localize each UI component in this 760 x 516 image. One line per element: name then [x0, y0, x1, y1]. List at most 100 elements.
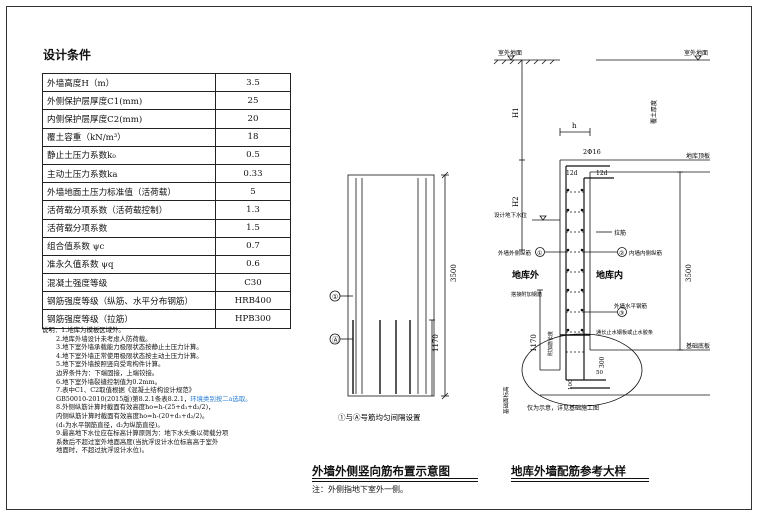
condition-row: 钢筋强度等级（纵筋、水平分布钢筋）HRB400 [42, 291, 291, 311]
inner-vertical-bar: 内墙内侧纵筋 [629, 249, 663, 257]
dim-100: 100 [568, 379, 574, 390]
note-line: 2.地库外墙设计未考虑人防荷载。 [42, 335, 332, 344]
bar-top: 2Φ16 [583, 148, 601, 156]
note-line: (d₁为水平钢筋直径，d₂为纵筋直径)。 [42, 421, 332, 430]
dim-lower-2: 1170 [530, 334, 538, 352]
condition-value: 0.6 [215, 254, 291, 275]
note-text: 6.地下室外墙裂缝控制值为0.2mm。 [56, 377, 162, 386]
condition-name: 钢筋强度等级（拉筋） [42, 309, 216, 329]
note-text: 地面时，不超过抗浮设计水位)。 [56, 446, 148, 455]
condition-row: 覆土容重（kN/m³）18 [42, 127, 291, 147]
caption-note: 注：外侧指地下室外一侧。 [312, 485, 408, 494]
caption-detail: 地库外墙配筋参考大样 [511, 464, 626, 478]
dim-12d-a: 12d [566, 170, 578, 177]
dim-lower-1: 1170 [432, 334, 440, 352]
section-title: 设计条件 [43, 48, 92, 62]
design-notes: 说明：1.地库为模板区域外。2.地库外墙设计未考虑人防荷载。3.地下室外墙承载能… [42, 326, 332, 455]
condition-value: 20 [215, 109, 291, 129]
caption-underline-2 [511, 478, 649, 482]
note-line: 9.最高地下水位应在标高计算原则为：地下水头乘以荷载分项 [42, 429, 332, 438]
note-line: 地面时，不超过抗浮设计水位)。 [42, 446, 332, 455]
note-text: 内侧纵筋计算时截面有效高度ho=h-(20+d₁+d₂/2)。 [56, 411, 209, 420]
condition-value: 5 [215, 182, 291, 202]
condition-name: 内侧保护层厚度C2(mm) [42, 109, 216, 129]
dim-12d-b: 12d [596, 170, 608, 177]
note-line: 说明：1.地库为模板区域外。 [42, 326, 332, 335]
circle-2: ② [619, 250, 624, 257]
water-level: 设计地下水位 [494, 211, 528, 219]
wall-vertical-bar-diagram [329, 171, 449, 400]
top-slab: 地库顶板 [686, 152, 710, 160]
wall-reinforcement-detail [493, 55, 710, 407]
dim-height-2: 3500 [685, 264, 693, 282]
waterstop: 通长止水钢板或止水胶条 [596, 328, 653, 336]
region-outside: 地库外 [512, 269, 539, 281]
outer-vertical-bar: 外墙外侧纵筋 [498, 249, 532, 257]
note-text: 9.最高地下水位应在标高计算原则为：地下水头乘以荷载分项 [56, 429, 229, 438]
note-line: 边界条件为：下端固接，上端铰接。 [42, 369, 332, 378]
condition-row: 内侧保护层厚度C2(mm)20 [42, 109, 291, 129]
tie-bar: 拉筋 [614, 229, 626, 237]
dim-h: h [572, 122, 577, 130]
foundation-slab: 基础底板 [686, 342, 710, 350]
note-text: 系数后不超过室外地面高度(当抗浮设计水位标高高于室外 [56, 437, 219, 446]
note-text: 8.外侧纵筋计算时截面有效高度ho=h-(25+d₁+d₂/2)， [56, 403, 215, 412]
circle-1: ① [537, 250, 542, 257]
dim-height-1: 3500 [450, 264, 458, 282]
marker-1: ① [332, 293, 338, 301]
note-line: 内侧纵筋计算时截面有效高度ho=h-(20+d₁+d₂/2)。 [42, 412, 332, 421]
condition-name: 外墙高度H（m） [42, 72, 216, 93]
condition-value: 3.5 [215, 72, 291, 93]
condition-row: 外墙地面土压力标准值（活荷载）5 [42, 182, 291, 202]
condition-row: 外侧保护层厚度C1(mm)25 [42, 91, 291, 111]
note-line: 5.地下室外墙按照竖向受弯构件计算。 [42, 360, 332, 369]
note-text: 2.地库外墙设计未考虑人防荷载。 [56, 334, 152, 343]
note-line: 系数后不超过室外地面高度(当抗浮设计水位标高高于室外 [42, 438, 332, 447]
dim-h2: H2 [512, 196, 520, 207]
condition-value: HRB400 [215, 291, 291, 311]
legend-text: ①与Ⓐ号筋均匀间隔设置 [338, 412, 421, 422]
outdoor-ground-left: 室外地面 [498, 49, 522, 57]
note-text: 7.表中C1、C2取值根据《混凝土结构设计规范》 [56, 386, 196, 395]
marker-a: Ⓐ [332, 336, 339, 344]
note-text: 5.地下室外墙按照竖向受弯构件计算。 [56, 360, 165, 369]
note-line: GB50010-2010(2015版)第8.2.1条表8.2.1，环境类别按二a… [42, 395, 332, 404]
caption-underline-1 [312, 478, 478, 482]
foundation-note: 仅为示意，详见基础施工图 [527, 404, 599, 412]
note-text: GB50010-2010(2015版)第8.2.1条表8.2.1， [56, 394, 191, 403]
note-line: 8.外侧纵筋计算时截面有效高度ho=h-(25+d₁+d₂/2)， [42, 403, 332, 412]
dim-50: 50 [596, 370, 603, 376]
dim-300: 300 [599, 356, 606, 368]
note-text: 边界条件为：下端固接，上端铰接。 [56, 368, 159, 377]
region-inside: 地库内 [596, 269, 623, 281]
circle-3: ③ [619, 310, 624, 317]
note-highlight: 环境类别按二a选取。 [190, 394, 252, 403]
condition-value: 25 [215, 91, 291, 111]
condition-row: 外墙高度H（m）3.5 [42, 72, 291, 93]
condition-value: C30 [215, 273, 291, 293]
note-line: 7.表中C1、C2取值根据《混凝土结构设计规范》 [42, 386, 332, 395]
caption-elevation: 外墙外侧竖向筋布置示意图 [312, 464, 450, 478]
condition-value: 0.33 [215, 163, 291, 184]
note-line: 6.地下室外墙裂缝控制值为0.2mm。 [42, 378, 332, 387]
cover-thickness: 覆土厚度 [650, 100, 658, 124]
note-text: 3.地下室外墙承载能力极限状态按静止土压力计算。 [56, 343, 203, 352]
condition-row: 钢筋强度等级（拉筋）HPB300 [42, 309, 291, 329]
note-line: 4.地下室外墙正常使用极限状态按主动土压力计算。 [42, 352, 332, 361]
outdoor-ground-right: 室外地面 [684, 49, 708, 57]
anchor-bar: 搭接附加钢筋 [511, 290, 542, 298]
condition-value: HPB300 [215, 309, 291, 329]
note-text: (d₁为水平钢筋直径，d₂为纵筋直径)。 [56, 420, 164, 429]
dim-h1: H1 [512, 107, 520, 118]
horizontal-bar: 外墙水平钢筋 [614, 302, 648, 310]
drawing-frame [6, 6, 752, 510]
note-text: 4.地下室外墙正常使用极限状态按主动土压力计算。 [56, 351, 203, 360]
note-text: 说明：1.地库为模板区域外。 [42, 326, 125, 334]
note-line: 3.地下室外墙承载能力极限状态按静止土压力计算。 [42, 343, 332, 352]
